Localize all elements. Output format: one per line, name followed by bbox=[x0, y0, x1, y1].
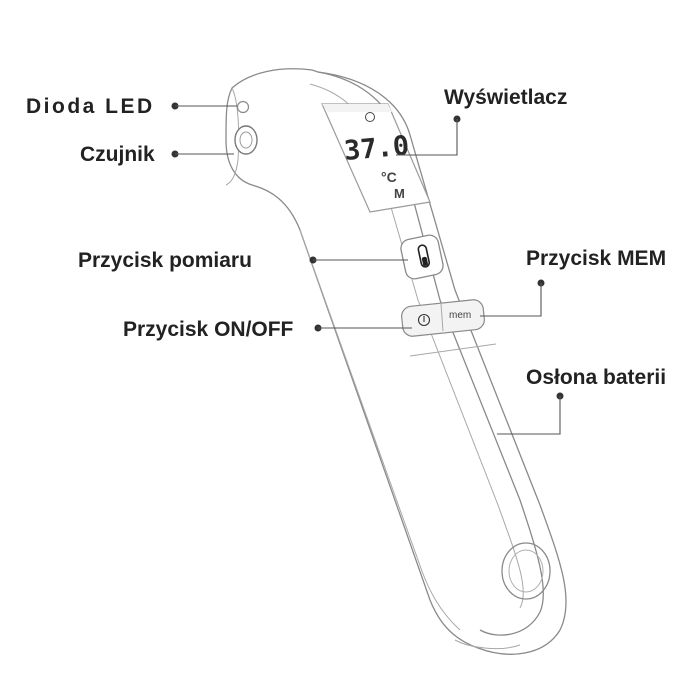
memory-mode-indicator: M bbox=[394, 186, 405, 201]
label-przycisk-pomiaru: Przycisk pomiaru bbox=[78, 249, 252, 272]
button-pair bbox=[401, 299, 485, 337]
onoff-button[interactable] bbox=[417, 313, 431, 327]
mem-button-label: mem bbox=[449, 310, 471, 321]
callout-battery: Osłona baterii bbox=[497, 366, 666, 435]
lcd-display: 37.0 °C M bbox=[321, 103, 431, 213]
label-dioda-led: Dioda LED bbox=[26, 95, 155, 118]
temperature-reading: 37.0 bbox=[343, 130, 410, 167]
thermometer-body bbox=[225, 68, 567, 655]
label-oslona-baterii: Osłona baterii bbox=[526, 366, 666, 389]
power-icon bbox=[417, 313, 431, 327]
measure-button[interactable] bbox=[399, 233, 444, 280]
callout-led: Dioda LED bbox=[26, 95, 237, 118]
label-przycisk-mem: Przycisk MEM bbox=[526, 247, 666, 270]
callout-display: Wyświetlacz bbox=[396, 86, 567, 156]
smiley-icon bbox=[365, 112, 375, 122]
callout-mem: Przycisk MEM bbox=[480, 247, 666, 317]
callout-onoff: Przycisk ON/OFF bbox=[123, 318, 412, 341]
battery-cover-outline bbox=[409, 343, 497, 357]
thermometer-icon bbox=[417, 244, 431, 268]
led-indicator bbox=[236, 100, 250, 114]
unit-celsius: °C bbox=[381, 169, 397, 185]
label-wyswietlacz: Wyświetlacz bbox=[444, 86, 567, 109]
sensor-element bbox=[234, 125, 258, 155]
bottom-ring bbox=[501, 542, 551, 600]
mem-button[interactable]: mem bbox=[449, 310, 471, 321]
label-czujnik: Czujnik bbox=[80, 143, 155, 166]
label-przycisk-onoff: Przycisk ON/OFF bbox=[123, 318, 294, 341]
callout-measure: Przycisk pomiaru bbox=[78, 249, 408, 272]
callout-sensor: Czujnik bbox=[80, 143, 234, 166]
